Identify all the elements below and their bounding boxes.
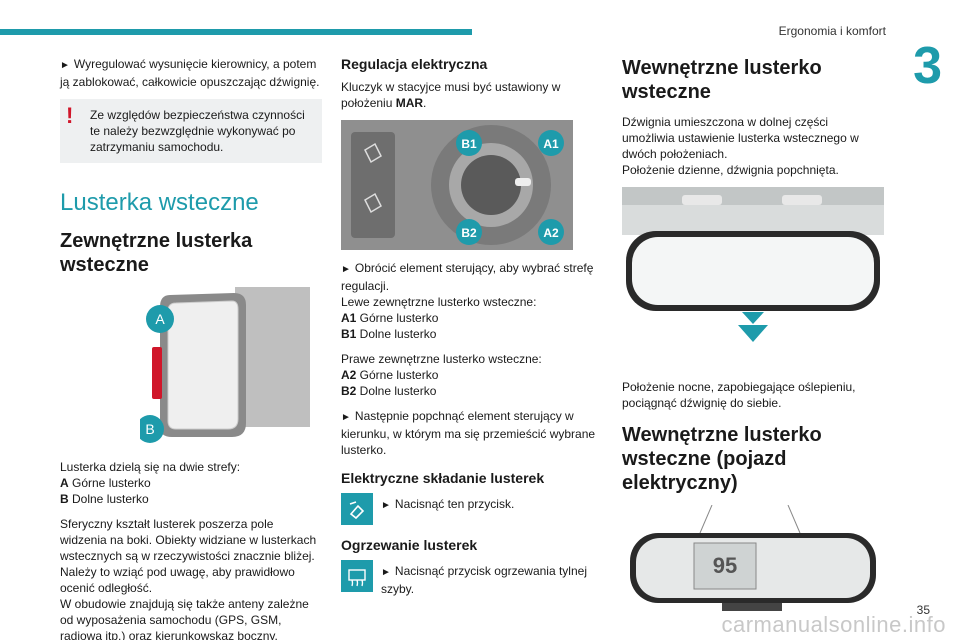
watermark: carmanualsonline.info [721, 612, 946, 637]
mirror-info: Sferyczny kształt lusterek poszerza pole… [60, 517, 317, 640]
section-heading-mirrors: Lusterka wsteczne [60, 189, 259, 216]
push-step: ►Następnie popchnąć element sterujący w … [341, 409, 596, 457]
folding-row: ►Nacisnąć ten przycisk. [341, 493, 603, 525]
mirror-label-a: A [155, 311, 165, 327]
ev-mirror-illustration: 95 [622, 505, 884, 615]
chapter-number: 3 [913, 37, 942, 95]
zones-description: Lusterka dzielą się na dwie strefy: A Gó… [60, 460, 241, 506]
warning-icon: ! [66, 103, 74, 128]
control-label-a1: A1 [543, 137, 559, 151]
key-position-text: Kluczyk w stacyjce musi być ustawiony w … [341, 80, 561, 110]
column-1: ►Wyregulować wysunięcie kierownicy, a po… [60, 56, 322, 640]
ev-display-value: 95 [713, 553, 737, 578]
warning-note: ! Ze względów bezpieczeństwa czynności t… [60, 99, 322, 163]
mirror-label-b: B [145, 421, 154, 437]
section-title: Ergonomia i komfort [778, 24, 886, 38]
exterior-mirror-illustration: A B [140, 287, 322, 447]
triangle-bullet-icon: ► [60, 60, 70, 71]
night-position: Położenie nocne, zapobiegające oślepieni… [622, 380, 856, 410]
page-number: 35 [916, 603, 930, 617]
warning-text: Ze względów bezpieczeństwa czynności te … [90, 108, 305, 154]
heading-ev-mirror: Wewnętrzne lusterko wsteczne (pojazd ele… [622, 424, 822, 494]
column-3: Wewnętrzne lusterko wsteczne Dźwignia um… [622, 56, 884, 625]
interior-description: Dźwignia umieszczona w dolnej części umo… [622, 115, 859, 177]
control-label-b1: B1 [461, 137, 477, 151]
rear-defrost-icon [341, 560, 373, 592]
intro-step: ►Wyregulować wysunięcie kierownicy, a po… [60, 57, 320, 89]
interior-mirror-illustration [622, 187, 884, 347]
header-accent-bar [0, 29, 472, 35]
control-label-a2: A2 [543, 226, 559, 240]
subsection-heading-exterior: Zewnętrzne lusterka wsteczne [60, 230, 253, 276]
rotate-step: ►Obrócić element sterujący, aby wybrać s… [341, 261, 594, 341]
column-2: Regulacja elektryczna Kluczyk w stacyjce… [341, 56, 603, 607]
heading-heating: Ogrzewanie lusterek [341, 537, 478, 553]
right-mirror-zones: Prawe zewnętrzne lusterko wsteczne:A2 Gó… [341, 352, 542, 398]
control-label-b2: B2 [461, 226, 477, 240]
mirror-fold-icon [341, 493, 373, 525]
heading-electric-adjustment: Regulacja elektryczna [341, 56, 488, 72]
heading-interior-mirror: Wewnętrzne lusterko wsteczne [622, 57, 822, 103]
mirror-control-illustration: B1 A1 B2 A2 [341, 120, 603, 250]
heating-row: ►Nacisnąć przycisk ogrzewania tylnej szy… [341, 560, 603, 597]
heading-folding: Elektryczne składanie lusterek [341, 470, 545, 486]
